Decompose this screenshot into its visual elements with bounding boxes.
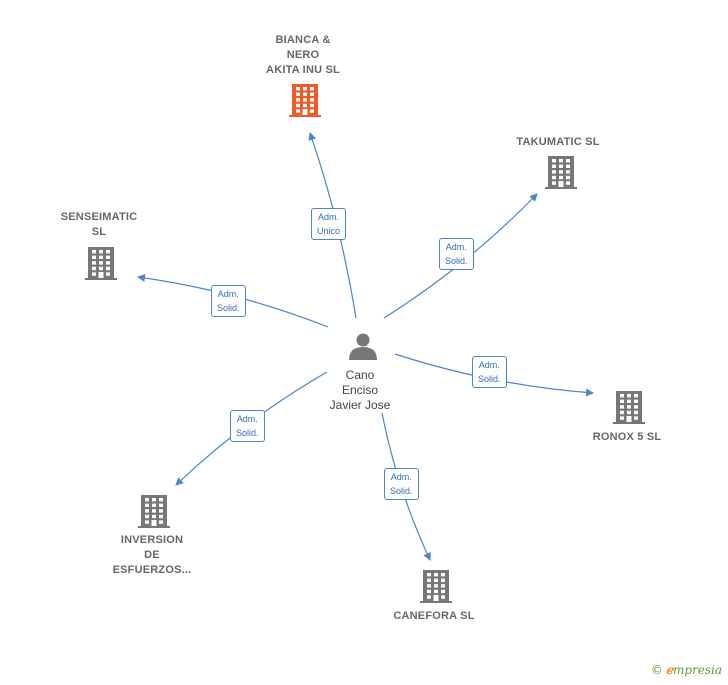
company-ronox-building-icon[interactable]	[613, 391, 645, 424]
company-senseimatic-label[interactable]: SENSEIMATIC SL	[60, 211, 138, 238]
person-icon[interactable]	[349, 333, 377, 361]
person-name-label[interactable]: Cano Enciso Javier Jose	[329, 368, 391, 412]
company-inversion-label[interactable]: INVERSION DE ESFUERZOS...	[112, 534, 192, 576]
relation-label-inversion[interactable]: Adm. Solid.	[230, 410, 265, 442]
company-bianca-label[interactable]: BIANCA & NERO AKITA INU SL	[266, 34, 340, 76]
company-ronox-label[interactable]: RONOX 5 SL	[592, 431, 662, 443]
company-takumatic-label[interactable]: TAKUMATIC SL	[516, 136, 600, 148]
company-senseimatic-building-icon[interactable]	[85, 247, 117, 280]
relation-label-bianca[interactable]: Adm. Unico	[311, 208, 347, 240]
relation-label-ronox[interactable]: Adm. Solid.	[472, 356, 507, 388]
company-takumatic-building-icon[interactable]	[545, 156, 577, 189]
company-inversion-building-icon[interactable]	[138, 495, 170, 528]
brand-e-logo: ℯ	[665, 663, 673, 677]
brand-name: mpresia	[672, 663, 722, 677]
company-bianca-building-icon[interactable]	[289, 84, 321, 117]
company-canefora-building-icon[interactable]	[420, 570, 452, 603]
empresia-brand[interactable]: ©ℯmpresia	[651, 663, 722, 677]
relation-label-senseimatic[interactable]: Adm. Solid.	[211, 285, 246, 317]
copyright-symbol: ©	[650, 663, 663, 677]
relation-label-canefora[interactable]: Adm. Solid.	[384, 468, 419, 500]
relation-label-takumatic[interactable]: Adm. Solid.	[439, 238, 474, 270]
company-canefora-label[interactable]: CANEFORA SL	[393, 610, 475, 622]
